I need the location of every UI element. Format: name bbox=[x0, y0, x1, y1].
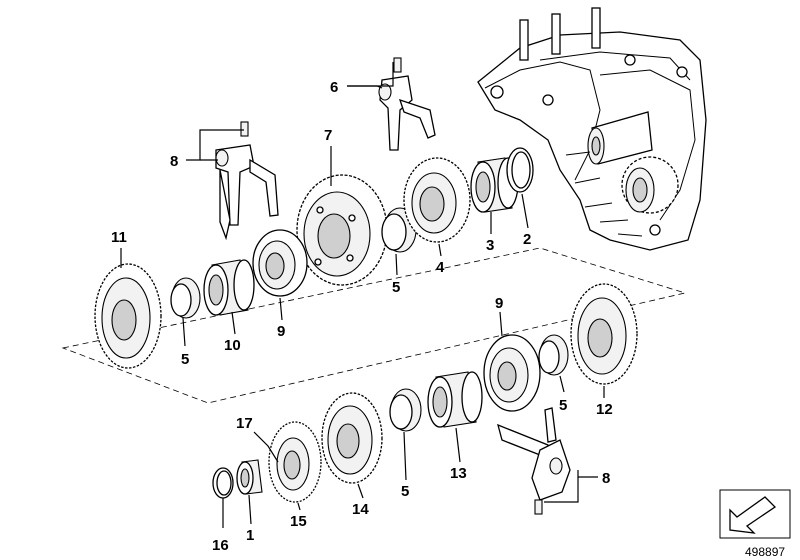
needle-cage-13 bbox=[427, 371, 483, 428]
gear-15 bbox=[268, 421, 322, 503]
direction-arrow-icon bbox=[729, 496, 777, 534]
callout-5-upper-mid: 5 bbox=[392, 279, 400, 296]
gear-14 bbox=[321, 392, 383, 484]
needle-bearing-5-lower-mid bbox=[389, 388, 422, 432]
sync-hub-9-upper bbox=[252, 229, 308, 297]
shift-fork-upper bbox=[378, 57, 436, 151]
bushing-1 bbox=[236, 459, 263, 495]
reference-box: 498897 bbox=[719, 489, 791, 559]
callout-8-lower: 8 bbox=[602, 470, 610, 487]
callout-15: 15 bbox=[290, 513, 307, 530]
callout-7: 7 bbox=[324, 127, 332, 144]
callout-5-left: 5 bbox=[181, 351, 189, 368]
reference-number: 498897 bbox=[745, 545, 785, 559]
gearbox-housing bbox=[477, 7, 707, 251]
gear-7 bbox=[296, 174, 388, 286]
callout-2: 2 bbox=[523, 231, 531, 248]
shift-fork-lower bbox=[497, 407, 571, 515]
needle-bearing-5-left bbox=[170, 277, 201, 319]
callouts: 6 7 8 11 5 10 9 5 4 3 2 9 5 12 17 5 13 1… bbox=[111, 79, 613, 554]
leader-lines bbox=[120, 62, 605, 528]
bushing-3 bbox=[470, 157, 519, 213]
gear-4 bbox=[403, 157, 471, 243]
callout-10: 10 bbox=[224, 337, 241, 354]
shift-fork-left bbox=[215, 121, 279, 241]
callout-3: 3 bbox=[486, 237, 494, 254]
shaft-group-dashed-outline bbox=[61, 247, 687, 404]
callout-5-lower-mid: 5 bbox=[401, 483, 409, 500]
needle-cage-10 bbox=[203, 259, 255, 316]
needle-bearing-5-right bbox=[538, 334, 569, 376]
sync-hub-9-lower bbox=[483, 334, 541, 412]
callout-4: 4 bbox=[436, 259, 445, 276]
callout-8-upper: 8 bbox=[170, 153, 178, 170]
circlip-16 bbox=[212, 467, 234, 499]
callout-16: 16 bbox=[212, 537, 229, 554]
gear-11 bbox=[94, 263, 162, 369]
circlip-2 bbox=[506, 147, 534, 193]
callout-17: 17 bbox=[236, 415, 253, 432]
callout-6: 6 bbox=[330, 79, 338, 96]
callout-11: 11 bbox=[111, 229, 127, 246]
needle-bearing-5-upper-mid bbox=[381, 207, 417, 253]
callout-9-upper: 9 bbox=[277, 323, 285, 340]
callout-13: 13 bbox=[450, 465, 467, 482]
gear-12 bbox=[570, 283, 638, 385]
callout-12: 12 bbox=[596, 401, 613, 418]
callout-14: 14 bbox=[352, 501, 369, 518]
callout-9-lower: 9 bbox=[495, 295, 503, 312]
callout-1: 1 bbox=[246, 527, 254, 544]
callout-5-right: 5 bbox=[559, 397, 567, 414]
